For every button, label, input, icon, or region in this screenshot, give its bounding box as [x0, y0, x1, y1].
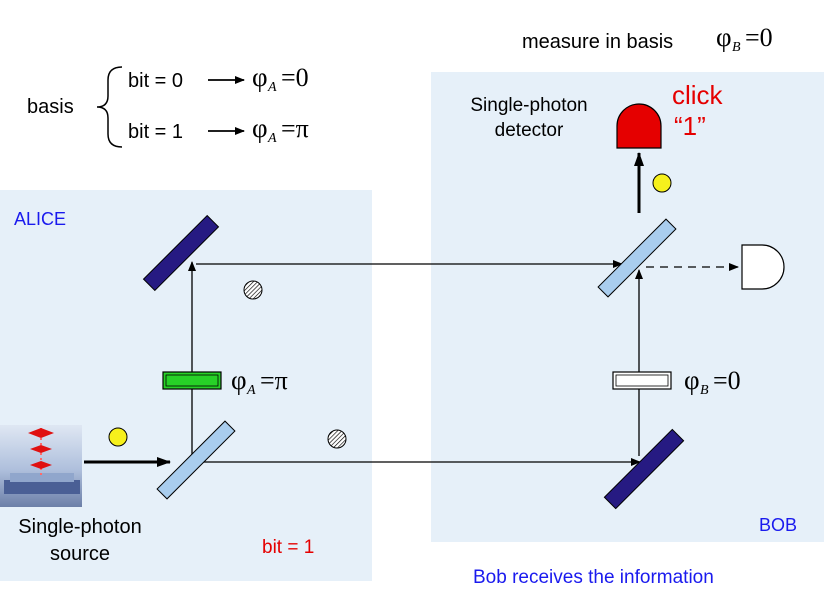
- basis-brace: [96, 66, 123, 148]
- source-caption: Single-photon source: [18, 516, 141, 565]
- svg-text:A: A: [267, 131, 277, 146]
- svg-text:φ: φ: [252, 113, 268, 143]
- svg-text:click: click: [672, 80, 724, 110]
- svg-text:measure in basis: measure in basis: [522, 31, 673, 53]
- photon-detected: [652, 173, 672, 193]
- svg-text:=0: =0: [713, 366, 741, 395]
- bob-panel: [431, 72, 824, 542]
- detector-caption: Single-photon detector: [470, 95, 587, 141]
- svg-text:“1”: “1”: [674, 111, 706, 141]
- bob-phase-label: φ B =0: [684, 365, 741, 398]
- alice-label: ALICE: [14, 209, 66, 229]
- bit-label: bit = 1: [262, 537, 314, 558]
- alice-beam-splitter: [156, 420, 236, 500]
- bob-phase-plate: [612, 371, 672, 390]
- svg-text:bit = 1: bit = 1: [128, 121, 183, 143]
- basis-legend: basis bit = 0 φ A =0 bit = 1 φ A =π: [27, 62, 309, 148]
- active-detector-icon: [616, 103, 662, 149]
- svg-text:=π: =π: [260, 366, 288, 395]
- svg-text:φ: φ: [684, 365, 700, 395]
- single-photon-source: [0, 425, 82, 507]
- svg-text:=0: =0: [281, 63, 309, 92]
- bob-mirror: [603, 428, 685, 510]
- svg-text:Single-photon: Single-photon: [18, 516, 141, 538]
- svg-text:B: B: [732, 40, 741, 55]
- svg-text:φ: φ: [231, 365, 247, 395]
- photon-hatched-upper: [243, 280, 263, 300]
- svg-text:φ: φ: [716, 22, 732, 52]
- svg-text:=0: =0: [745, 23, 773, 52]
- basis-label: basis: [27, 96, 74, 118]
- measure-basis-label: measure in basis φ B =0: [522, 22, 773, 55]
- bob-label: BOB: [759, 515, 797, 535]
- alice-mirror: [142, 214, 220, 292]
- alice-phase-label: φ A =π: [231, 365, 288, 398]
- bob-beam-splitter: [597, 218, 677, 298]
- photon-source: [108, 427, 128, 447]
- photon-hatched-lower: [327, 429, 347, 449]
- svg-text:source: source: [50, 543, 110, 565]
- svg-text:A: A: [267, 80, 277, 95]
- idle-detector-icon: [741, 244, 785, 290]
- svg-text:detector: detector: [495, 120, 564, 141]
- svg-text:B: B: [700, 383, 709, 398]
- alice-phase-plate: [162, 371, 222, 390]
- svg-text:φ: φ: [252, 62, 268, 92]
- svg-text:bit = 0: bit = 0: [128, 70, 183, 92]
- svg-text:A: A: [246, 383, 256, 398]
- bob-footer: Bob receives the information: [473, 567, 714, 588]
- svg-text:Single-photon: Single-photon: [470, 95, 587, 116]
- click-label: click “1”: [672, 80, 724, 141]
- svg-text:=π: =π: [281, 114, 309, 143]
